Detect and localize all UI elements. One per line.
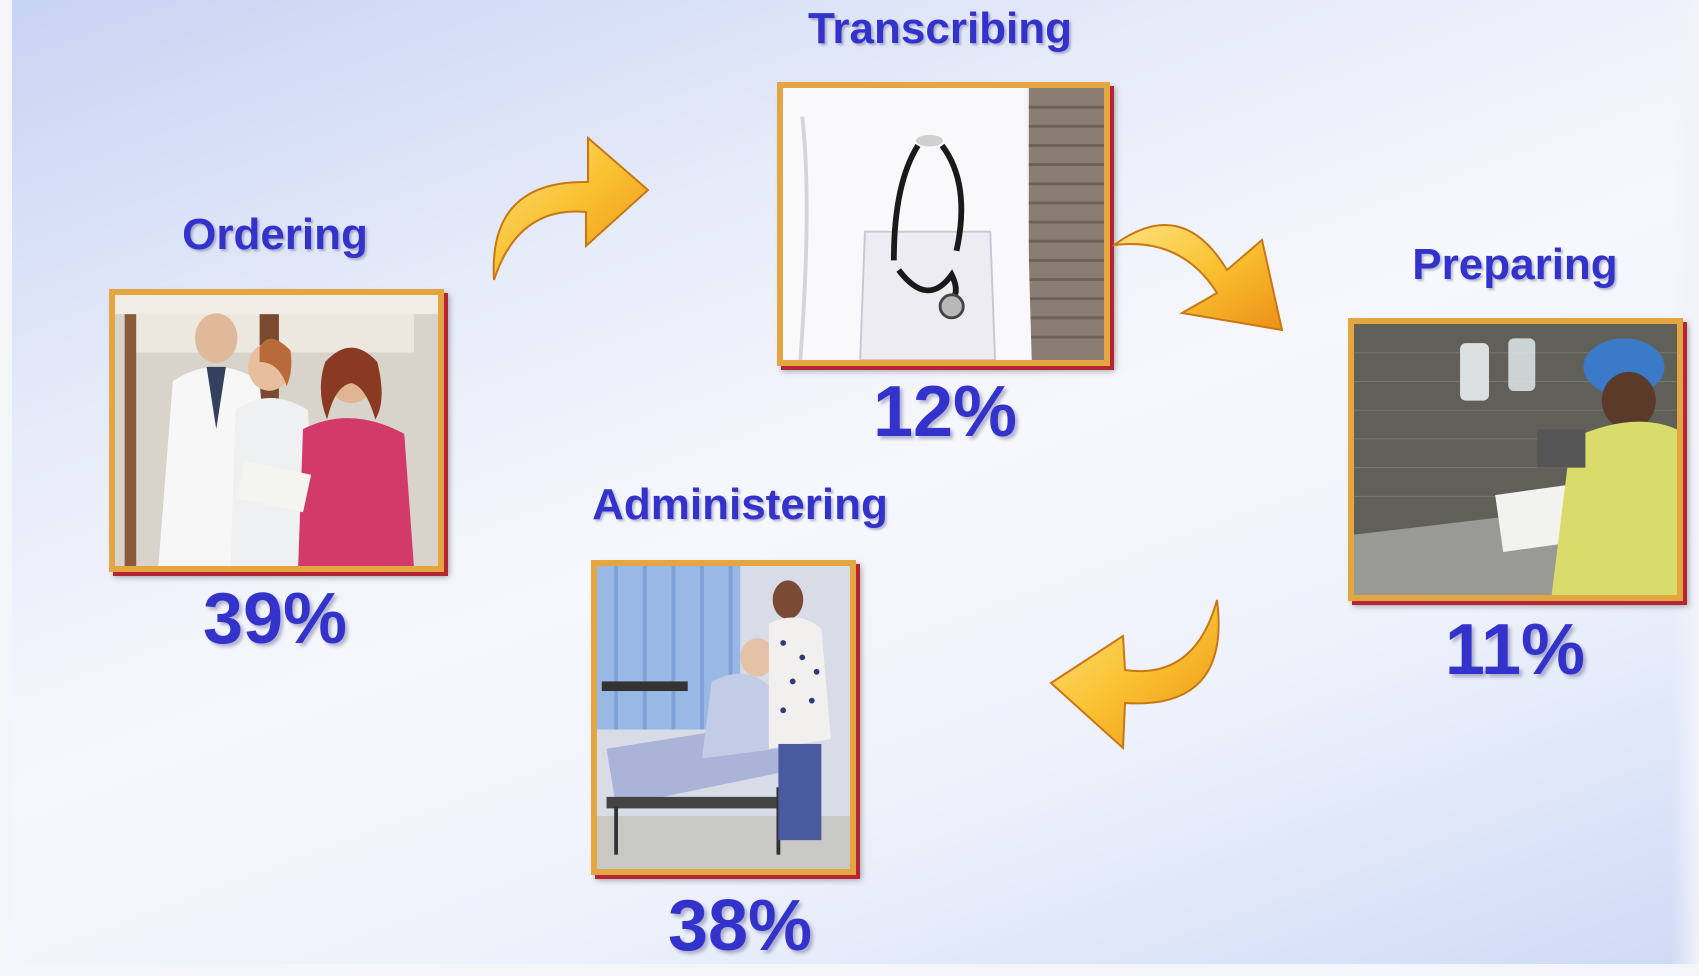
preparing-percent: 11% — [1444, 610, 1586, 690]
transcribing-percent: 12% — [872, 372, 1018, 452]
left-border — [0, 0, 12, 976]
ordering-percent: 39% — [202, 579, 348, 659]
ordering-photo — [109, 289, 444, 572]
curved-arrow-icon — [492, 135, 650, 281]
curved-arrow-icon — [1112, 224, 1284, 332]
bottom-border — [0, 964, 1699, 976]
preparing-label: Preparing — [1412, 240, 1618, 289]
transcribing-label: Transcribing — [807, 4, 1073, 53]
transcribing-photo — [777, 82, 1110, 366]
ordering-label: Ordering — [182, 210, 368, 259]
preparing-photo — [1348, 318, 1683, 601]
administering-percent: 38% — [667, 886, 813, 966]
administering-photo — [591, 560, 856, 875]
administering-label: Administering — [592, 480, 888, 529]
curved-arrow-icon — [1049, 599, 1220, 751]
